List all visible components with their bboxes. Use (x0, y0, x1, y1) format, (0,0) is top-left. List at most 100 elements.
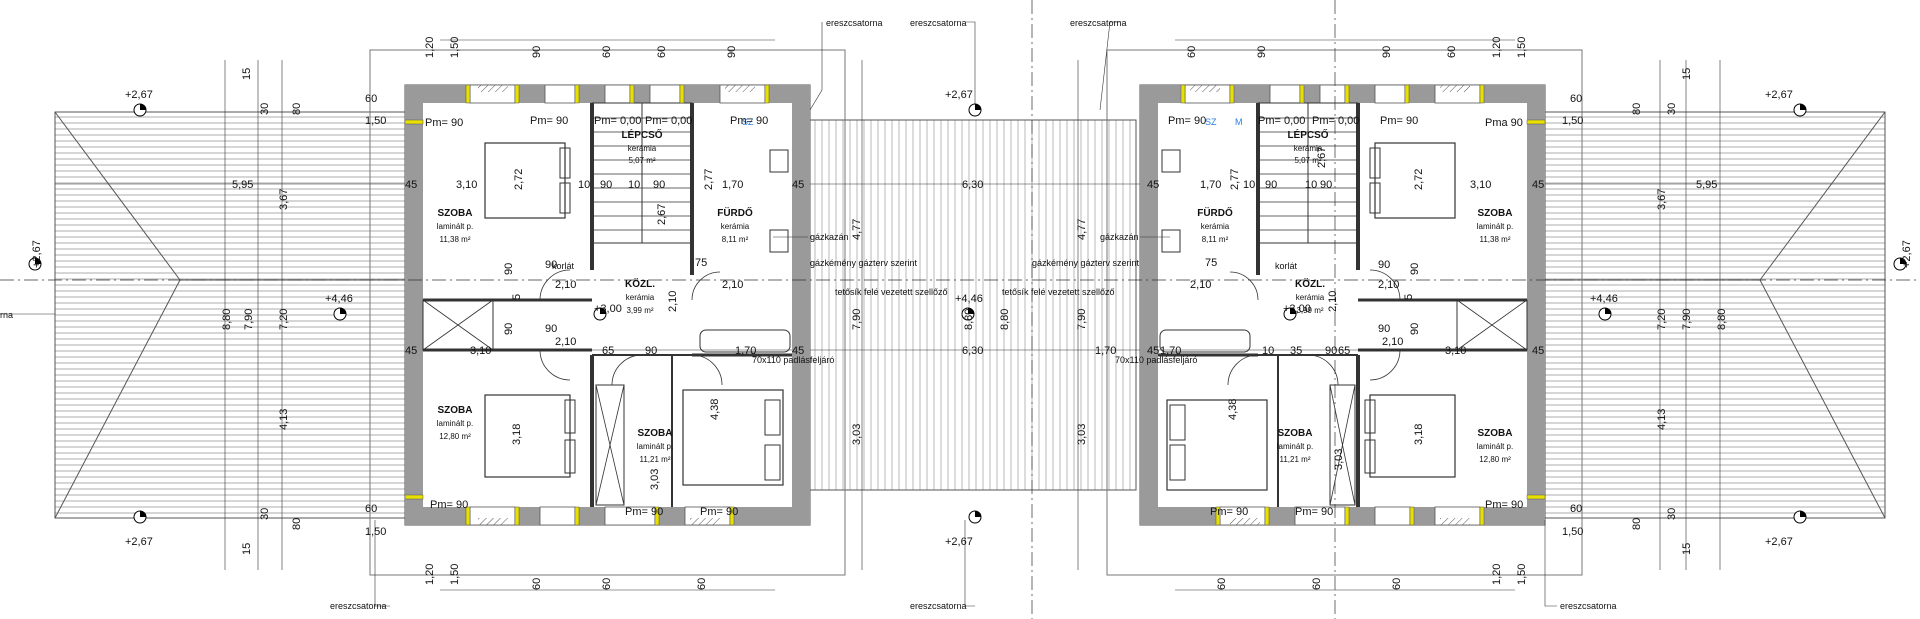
gutter-label: ereszcsatorna (826, 18, 883, 28)
dimension-label: 2,10 (1378, 279, 1399, 291)
dimension-label: 5 (511, 294, 523, 300)
gutter-label: ereszcsatorna (1070, 18, 1127, 28)
roof-middle (805, 119, 1137, 491)
parapet-label: Pm= 90 (425, 117, 463, 129)
gutter-label: ereszcsatorna (330, 601, 387, 611)
parapet-label: Pm= 90 (730, 115, 768, 127)
dimension-label: 10 (1243, 179, 1255, 191)
room-floor: kerámia (1201, 222, 1230, 231)
dimension-label: 60 (1216, 578, 1228, 590)
dimension-label: 3,18 (511, 424, 523, 445)
room-name: KÖZL. (1295, 277, 1325, 290)
dimension-label: 2,72 (1413, 169, 1425, 190)
dimension-label: 90 (531, 46, 543, 58)
dimension-label: 4,38 (709, 399, 721, 420)
room-floor: laminált p. (1477, 442, 1513, 451)
gutter-label: ereszcsatorna (1560, 601, 1617, 611)
vent-label: tetősík felé vezetett szellőző (835, 287, 948, 297)
room-area: 8,11 m² (722, 235, 749, 244)
parapet-label: Pm= 90 (1210, 506, 1248, 518)
dimension-label: 45 (1147, 179, 1159, 191)
dimension-label: 10 (628, 179, 640, 191)
room-floor: kerámia (1294, 144, 1323, 153)
dimension-label: 60 (365, 93, 377, 105)
dimension-label: 2,10 (1190, 279, 1211, 291)
dimension-label: 2,67 (1316, 147, 1328, 168)
dimension-label: 90 (1409, 323, 1421, 335)
eave-outline-right (1106, 49, 1583, 576)
room-name: FÜRDŐ (717, 206, 753, 219)
room-floor: laminált p. (637, 442, 673, 451)
level-label: +2,67 (125, 89, 153, 101)
dimension-label: 10 (1262, 345, 1274, 357)
dimension-label: 60 (1391, 578, 1403, 590)
dimension-label: 60 (1570, 503, 1582, 515)
dimension-label: 4,38 (1227, 399, 1239, 420)
level-label: +4,46 (325, 293, 353, 305)
railing-label: korlát (1275, 261, 1298, 271)
parapet-label: Pm= 90 (625, 506, 663, 518)
dimension-label: 1,50 (1516, 37, 1528, 58)
dimension-label: 1,50 (1562, 526, 1583, 538)
room-area: 11,38 m² (440, 235, 471, 244)
dimension-label: 80 (291, 518, 303, 530)
dimension-label: 90 (1378, 323, 1390, 335)
sz-label: SZ (742, 117, 754, 127)
dimension-label: 2,10 (667, 291, 679, 312)
dimension-label: 2,10 (555, 336, 576, 348)
dimension-label: 1,70 (1160, 345, 1181, 357)
dimension-label: 60 (1446, 46, 1458, 58)
room-area: 12,80 m² (439, 432, 471, 441)
parapet-label: Pm= 0,00 (645, 115, 692, 127)
level-label: +2,67 (945, 89, 973, 101)
room-name: LÉPCSŐ (621, 128, 662, 141)
dimension-label: 3,10 (470, 345, 491, 357)
dimension-label: 65 (1338, 345, 1350, 357)
dimension-label: 4,77 (851, 219, 863, 240)
room-floor: laminált p. (437, 419, 473, 428)
dimension-label: 90 (545, 323, 557, 335)
dimension-label: 5,95 (232, 179, 253, 191)
dimension-label: 7,20 (278, 309, 290, 330)
parapet-label: Pm= 90 (700, 506, 738, 518)
dimension-label: 90 (545, 259, 557, 271)
room-labels: SZOBA laminált p. 11,38 m² LÉPCSŐ kerámi… (437, 128, 1513, 464)
dimension-label: 7,90 (1681, 309, 1693, 330)
dimension-label: 35 (1290, 345, 1302, 357)
dimension-label: 4,13 (278, 409, 290, 430)
room-name: FÜRDŐ (1197, 206, 1233, 219)
dimension-label: 1,50 (449, 564, 461, 585)
dimension-label: 2,77 (1229, 169, 1241, 190)
dimension-label: 1,70 (1200, 179, 1221, 191)
room-floor: laminált p. (1277, 442, 1313, 451)
dimension-label: 10 (578, 179, 590, 191)
dimension-label: 1,20 (1491, 37, 1503, 58)
room-floor: laminált p. (1477, 222, 1513, 231)
dimension-label: 90 (1325, 345, 1337, 357)
dimension-lines (55, 39, 1885, 591)
dimension-label: 3,10 (1445, 345, 1466, 357)
dimension-label: 90 (653, 179, 665, 191)
level-label: +4,46 (955, 293, 983, 305)
room-area: 11,21 m² (640, 455, 671, 464)
level-labels: +2,67 +2,67 +2,67 +2,67 +2,67 +2,67 +4,4… (31, 89, 1913, 548)
parapet-label: Pm= 90 (430, 499, 468, 511)
level-label: +4,46 (1590, 293, 1618, 305)
level-markers (28, 103, 1907, 524)
room-name: KÖZL. (625, 277, 655, 290)
dimension-label: 1,50 (365, 526, 386, 538)
parapet-label: Pma 90 (1485, 117, 1523, 129)
room-area: 11,38 m² (1480, 235, 1511, 244)
room-name: LÉPCSŐ (1287, 128, 1328, 141)
dimension-label: 1,70 (735, 345, 756, 357)
dimension-label: 6,30 (962, 345, 983, 357)
room-floor: laminált p. (437, 222, 473, 231)
dimension-label: 90 (1378, 259, 1390, 271)
dimension-label: 3,03 (851, 424, 863, 445)
dimension-label: 45 (1532, 345, 1544, 357)
dimension-label: 2,67 (656, 204, 668, 225)
room-name: SZOBA (638, 428, 673, 439)
room-area: 8,11 m² (1202, 235, 1229, 244)
dimension-label: 15 (241, 543, 253, 555)
